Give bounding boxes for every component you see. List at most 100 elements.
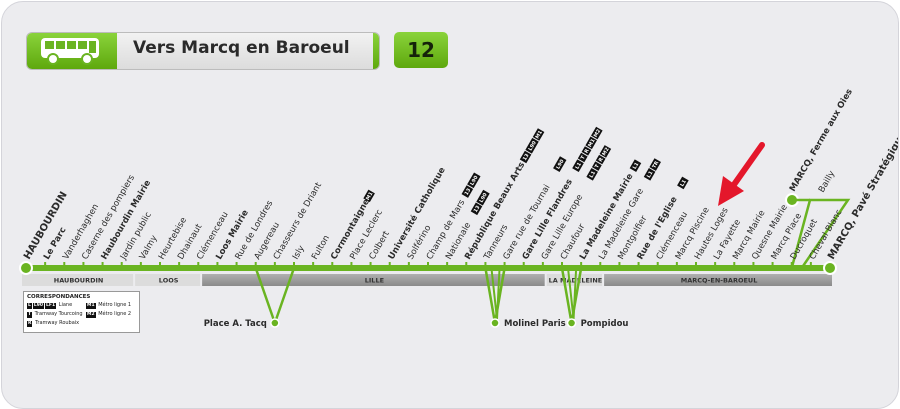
connection-badge [649,158,661,171]
connection-badge-text: R [598,157,605,163]
stop-connection-badges: L90 [553,156,567,172]
legend-text: Métro ligne 1 [98,302,132,308]
connection-badge-text: 13 [522,152,531,161]
connection-badge-text: 13 [473,204,482,213]
stop-markers [19,261,837,275]
line-number-badge: 12 [394,32,448,68]
connection-badge-text: TR [651,160,660,169]
connection-badge-text: R [584,148,591,154]
direction-title: Vers Marcq en Baroeul [133,38,350,58]
connection-badge-text: M1 [365,191,375,202]
connection-badge [591,126,603,140]
terminus-marker [19,261,33,275]
zone-bar [135,274,201,286]
connection-badge [581,146,592,156]
connection-badge [553,156,567,172]
legend-row-tram-t: T Tramway Tourcoing [27,311,83,318]
stop-connection-badges: L1 [629,159,642,172]
connection-badge-text: M2 [593,128,603,139]
connection-badge-text: L90 [469,174,480,186]
connection-badge-text: M2 [601,146,611,157]
connection-badge [599,145,612,158]
connection-badge [363,189,375,203]
loop-terminus-marker [566,318,577,328]
connection-badge-text: L1 [646,170,655,179]
connection-badge [476,189,490,206]
direction-header: Vers Marcq en Baroeul [26,32,380,70]
legend-badge: LF1 [45,303,57,309]
connection-badge-text: M1 [587,138,597,149]
loop-label: Place A. Tacq [204,319,267,329]
legend-badge: T [27,312,33,318]
connection-badge [525,137,539,154]
legend-badge: R [27,321,33,327]
stop-label: Isly [291,244,307,262]
stop-connection-badges: L1 [677,176,689,190]
connection-badge [577,152,588,163]
branch-stop-label: MARCQ, Ferme aux Oies [788,87,855,193]
connection-badge [467,172,481,189]
legend-row-metro-1: M1 Métro ligne 1 [86,302,131,309]
zone-label: LOOS [159,277,179,285]
zone-bar [546,274,603,286]
bus-badge [27,33,117,69]
connection-badge [629,159,642,172]
connection-badge-text: L1 [679,178,688,187]
connection-badge-text: L90 [528,140,539,152]
zone-bar [604,274,832,286]
connection-badge [532,128,545,141]
loop-label: Molinel Paris [504,319,566,329]
branch-line [790,198,851,269]
connection-badge-text: L1 [632,161,641,170]
legend-text: Métro ligne 2 [98,311,132,317]
terminus-marker [823,261,837,275]
connection-badge [595,154,606,165]
connection-badge [519,150,532,164]
connection-badge [461,185,474,198]
stop-label: Valmy [138,234,160,262]
red-arrow-icon [718,142,765,206]
legend-row-tram-r: R Tramway Roubaix [27,320,79,327]
connection-badge [572,159,584,172]
connection-badge [591,161,602,171]
connection-badge-text: T [594,163,601,169]
stop-label: MARCQ, Pavé Stratégique [825,129,899,262]
loop-branches: Place A. Tacq Molinel Paris Pompidou [204,267,629,329]
zone-label: MARCQ-EN-BAROEUL [681,277,758,285]
stop-label: Fulton [310,234,332,262]
header-accent [373,33,379,69]
connection-badge-text: T [580,154,587,160]
connection-badge [677,176,689,190]
connection-badge-text: M1 [535,129,545,140]
legend-text: Tramway Roubaix [35,320,80,326]
connection-badge-text: 13 [464,187,473,196]
connection-badge [643,168,656,181]
connection-badge-text: L90 [479,192,490,204]
connection-badge [585,136,598,150]
loop-terminus-marker [490,318,500,328]
legend-badge: L90 [32,303,45,309]
branch-stop-label: Bailly [817,169,837,194]
connection-badge-text: L90 [555,158,566,170]
zone-bar [22,274,134,286]
legend-badge: M2 [86,312,96,318]
zone-label: HAUBOURDIN [54,277,104,285]
loop-terminus-marker [270,318,280,328]
legend-row-metro-2: M2 Métro ligne 2 [86,311,131,318]
connection-badge-text: L1 [589,170,598,179]
connection-badge [470,202,483,216]
loop-label: Pompidou [581,319,629,329]
stop-connection-badges: M1 [363,189,375,203]
legend-badge: L [27,303,32,309]
